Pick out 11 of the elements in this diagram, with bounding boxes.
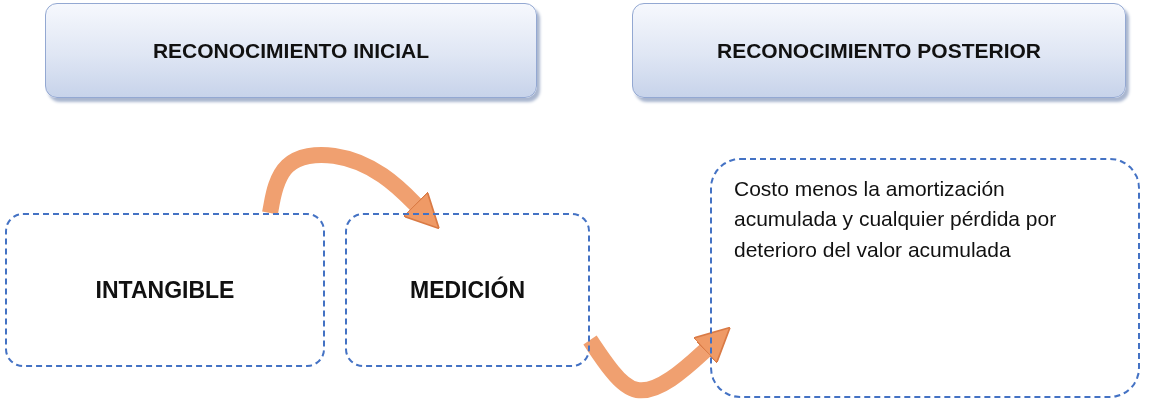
node-label: RECONOCIMIENTO INICIAL xyxy=(152,38,430,63)
dashed-box xyxy=(345,213,590,367)
dashed-box xyxy=(5,213,325,367)
node-label: Costo menos la amortización acumulada y cualquier pérdida por deterioro del valor acumulada xyxy=(734,176,1058,263)
header-box xyxy=(632,3,1126,98)
curved-arrow xyxy=(583,326,731,399)
header-box xyxy=(45,3,537,98)
node-label: MEDICIÓN xyxy=(410,276,525,304)
dashed-note-box xyxy=(710,158,1140,398)
node-label: INTANGIBLE xyxy=(95,276,235,304)
node-label: RECONOCIMIENTO POSTERIOR xyxy=(717,38,1041,63)
